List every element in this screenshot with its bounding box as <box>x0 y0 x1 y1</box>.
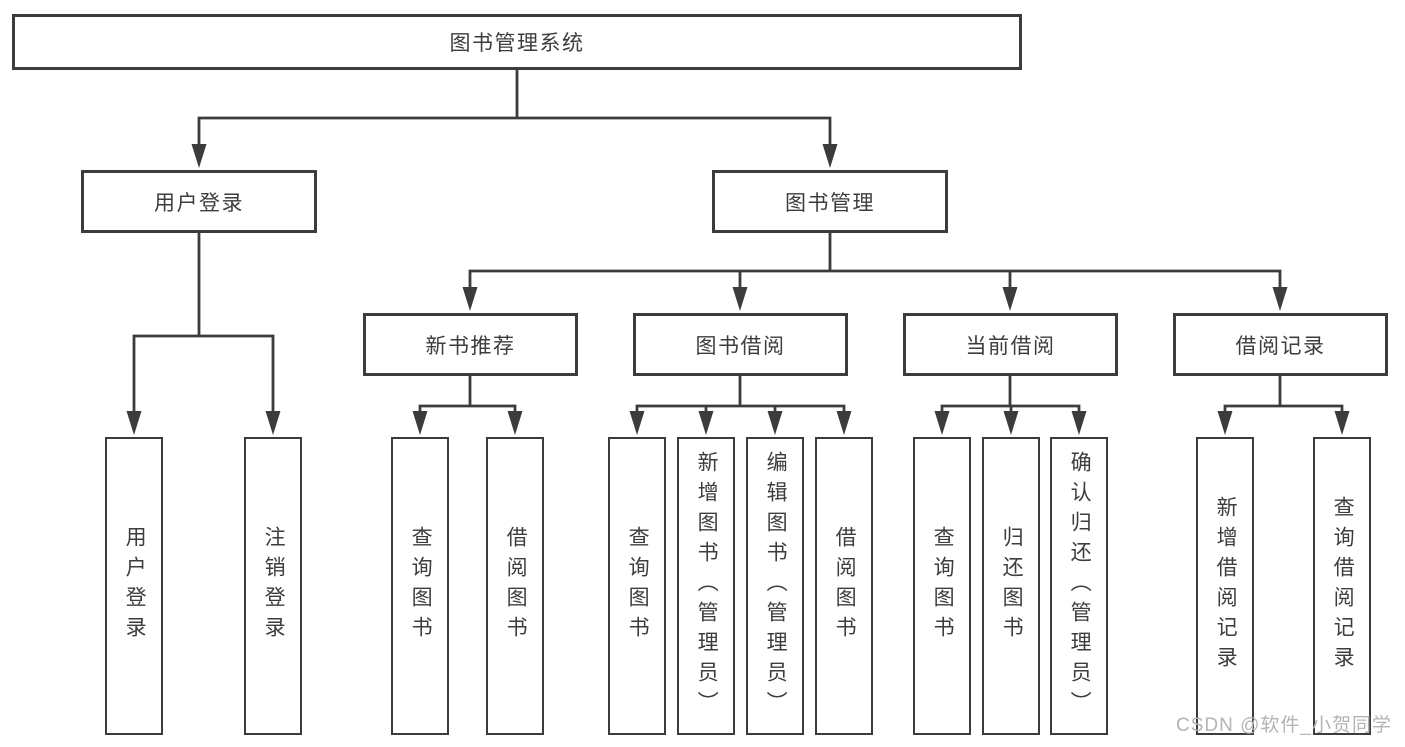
leaf-query-books-current: 查询图书 <box>913 437 971 735</box>
leaf-edit-books-admin: 编辑图书（管理员） <box>746 437 804 735</box>
leaf-label: 用户登录 <box>123 526 147 646</box>
leaf-label: 借阅图书 <box>833 526 857 646</box>
leaf-add-books-admin: 新增图书（管理员） <box>677 437 735 735</box>
node-label: 借阅记录 <box>1235 334 1326 358</box>
node-user-login: 用户登录 <box>81 170 317 233</box>
node-book-borrowing: 图书借阅 <box>633 313 848 376</box>
node-label: 图书借阅 <box>695 334 786 358</box>
leaf-query-borrow-record: 查询借阅记录 <box>1313 437 1371 735</box>
leaf-label: 编辑图书（管理员） <box>764 451 788 721</box>
leaf-label: 新增图书（管理员） <box>695 451 719 721</box>
watermark-text: CSDN @软件_小贺同学 <box>1176 715 1392 736</box>
leaf-borrow-books-borrowing: 借阅图书 <box>815 437 873 735</box>
node-label: 图书管理系统 <box>449 32 585 55</box>
node-library-management-system: 图书管理系统 <box>12 14 1022 70</box>
leaf-label: 归还图书 <box>1000 526 1024 646</box>
leaf-label: 借阅图书 <box>504 526 528 646</box>
node-label: 用户登录 <box>154 191 244 215</box>
leaf-return-books: 归还图书 <box>982 437 1040 735</box>
leaf-label: 查询图书 <box>409 526 433 646</box>
leaf-label: 查询图书 <box>626 526 650 646</box>
node-label: 新书推荐 <box>425 334 516 358</box>
leaf-borrow-books-recommend: 借阅图书 <box>486 437 544 735</box>
node-current-borrowing: 当前借阅 <box>903 313 1118 376</box>
node-new-book-recommendation: 新书推荐 <box>363 313 578 376</box>
leaf-add-borrow-record: 新增借阅记录 <box>1196 437 1254 735</box>
node-borrowing-records: 借阅记录 <box>1173 313 1388 376</box>
leaf-query-books-recommend: 查询图书 <box>391 437 449 735</box>
node-label: 图书管理 <box>785 191 875 215</box>
node-book-management: 图书管理 <box>712 170 948 233</box>
leaf-label: 查询借阅记录 <box>1331 496 1355 676</box>
leaf-label: 确认归还（管理员） <box>1068 451 1092 721</box>
leaf-confirm-return-admin: 确认归还（管理员） <box>1050 437 1108 735</box>
leaf-label: 注销登录 <box>262 526 286 646</box>
connector-path <box>132 68 1344 415</box>
leaf-label: 新增借阅记录 <box>1214 496 1238 676</box>
leaf-label: 查询图书 <box>931 526 955 646</box>
leaf-query-books-borrowing: 查询图书 <box>608 437 666 735</box>
leaf-logout-login: 注销登录 <box>244 437 302 735</box>
arrowheads <box>126 144 1350 435</box>
node-label: 当前借阅 <box>965 334 1056 358</box>
leaf-user-login: 用户登录 <box>105 437 163 735</box>
